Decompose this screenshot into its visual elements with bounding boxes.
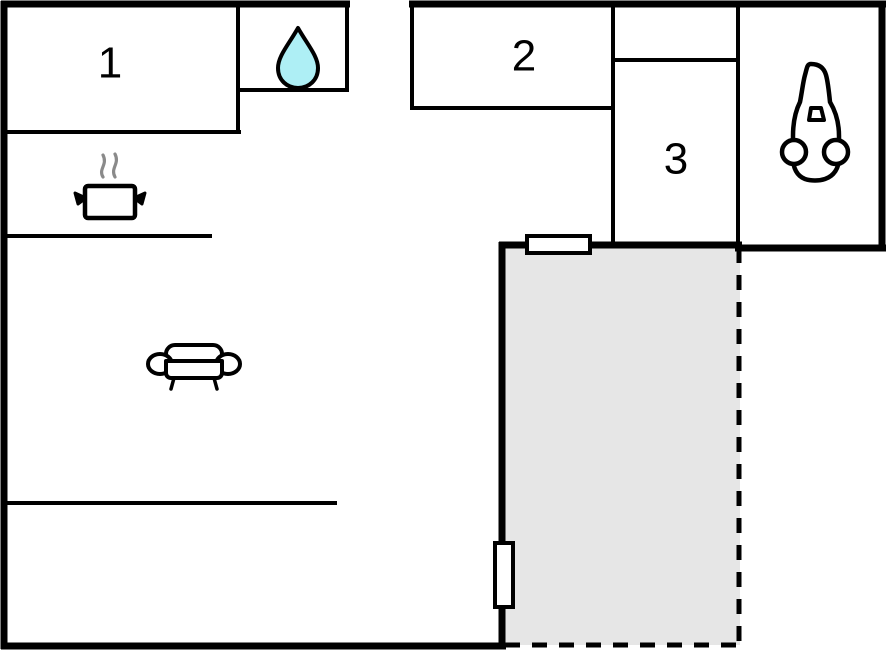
- room-number-1: 1: [98, 39, 122, 88]
- shaded-terrace-area: [505, 248, 742, 648]
- water-drop-icon: [276, 26, 320, 90]
- car-icon: [779, 61, 851, 183]
- interior-walls: [2, 2, 740, 505]
- door-vertical: [493, 541, 515, 609]
- room-number-2: 2: [512, 32, 536, 81]
- cooking-pot-icon: [73, 152, 147, 221]
- sofa-icon: [146, 343, 242, 391]
- room-number-3: 3: [664, 135, 688, 184]
- window-horizontal: [525, 234, 592, 255]
